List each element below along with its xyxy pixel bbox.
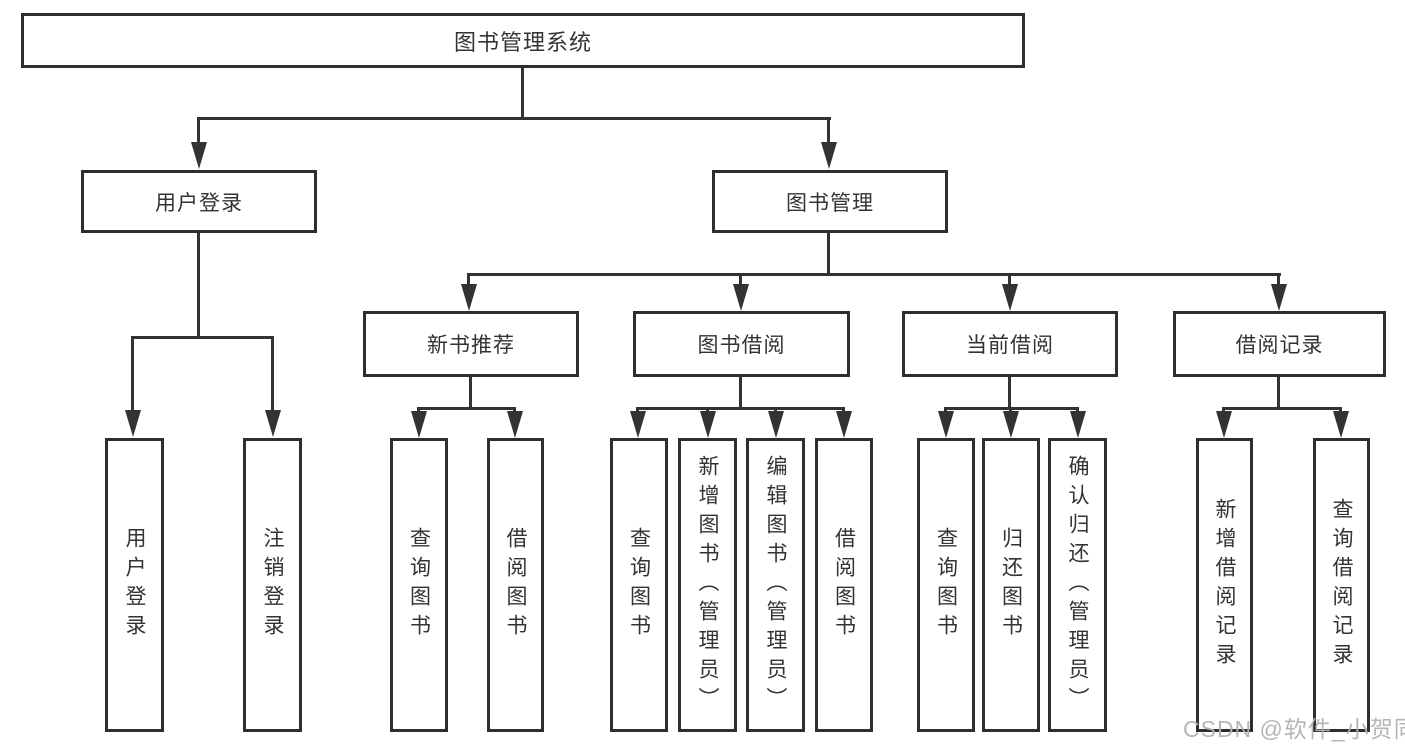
csdn-watermark: CSDN @软件_小贺同学: [1183, 716, 1405, 742]
connector-line: [739, 273, 742, 285]
node-user-login-label: 用户登录: [155, 191, 243, 215]
leaf-label: 新增图书（管理员）: [696, 454, 719, 716]
node-book-borrow-label: 图书借阅: [697, 334, 786, 357]
arrow-down-icon: [1216, 411, 1232, 438]
leaf-logout: 注销登录: [243, 438, 302, 732]
leaf-query-borrow-record: 查询借阅记录: [1313, 438, 1370, 732]
leaf-add-books-admin: 新增图书（管理员）: [678, 438, 737, 732]
arrow-down-icon: [191, 142, 207, 169]
leaf-query-books-current: 查询图书: [917, 438, 975, 732]
node-current-borrow-label: 当前借阅: [966, 334, 1054, 357]
connector-line: [636, 407, 639, 413]
node-root: 图书管理系统: [21, 13, 1025, 68]
leaf-query-books-borrow: 查询图书: [610, 438, 668, 732]
connector-line: [1277, 273, 1280, 285]
connector-line: [521, 68, 524, 117]
arrow-down-icon: [265, 410, 281, 437]
connector-line: [827, 117, 830, 144]
leaf-add-borrow-record: 新增借阅记录: [1196, 438, 1253, 732]
node-book-management: 图书管理: [712, 170, 948, 233]
arrow-down-icon: [1271, 284, 1287, 311]
arrow-down-icon: [630, 411, 646, 438]
arrow-down-icon: [461, 284, 477, 311]
leaf-borrow-books-recommend: 借阅图书: [487, 438, 544, 732]
connector-line: [1008, 273, 1011, 285]
connector-line: [271, 336, 274, 411]
arrow-down-icon: [1333, 411, 1349, 438]
arrow-down-icon: [1002, 284, 1018, 311]
arrow-down-icon: [836, 411, 852, 438]
arrow-down-icon: [1003, 411, 1019, 438]
connector-line: [706, 407, 709, 413]
connector-line: [739, 377, 742, 407]
connector-line: [469, 377, 472, 407]
connector-line: [842, 407, 845, 413]
node-user-login: 用户登录: [81, 170, 317, 233]
leaf-confirm-return-admin: 确认归还（管理员）: [1048, 438, 1107, 732]
arrow-down-icon: [507, 411, 523, 438]
connector-line: [1277, 377, 1280, 407]
leaf-label: 编辑图书（管理员）: [764, 454, 787, 716]
arrow-down-icon: [768, 411, 784, 438]
arrow-down-icon: [938, 411, 954, 438]
arrow-down-icon: [821, 142, 837, 169]
connector-line: [944, 407, 947, 413]
leaf-return-books: 归还图书: [982, 438, 1040, 732]
connector-line: [827, 233, 830, 273]
leaf-query-books-recommend: 查询图书: [390, 438, 448, 732]
connector-line: [467, 273, 470, 285]
leaf-label: 查询图书: [627, 527, 651, 643]
arrow-down-icon: [1070, 411, 1086, 438]
node-borrow-records-label: 借阅记录: [1235, 334, 1324, 357]
node-book-borrow: 图书借阅: [633, 311, 850, 377]
leaf-label: 借阅图书: [832, 527, 856, 643]
node-borrow-records: 借阅记录: [1173, 311, 1386, 377]
connector-line: [197, 117, 200, 144]
leaf-borrow-books: 借阅图书: [815, 438, 873, 732]
connector-line: [1339, 407, 1342, 413]
leaf-label: 归还图书: [999, 527, 1023, 643]
leaf-label: 借阅图书: [504, 527, 527, 643]
leaf-label: 注销登录: [261, 527, 284, 643]
node-new-book-recommend: 新书推荐: [363, 311, 579, 377]
connector-line: [1222, 407, 1225, 413]
node-current-borrow: 当前借阅: [902, 311, 1118, 377]
arrow-down-icon: [700, 411, 716, 438]
leaf-label: 确认归还（管理员）: [1066, 454, 1089, 716]
connector-line: [774, 407, 777, 413]
connector-line: [417, 407, 516, 410]
connector-line: [636, 407, 845, 410]
leaf-label: 用户登录: [123, 527, 146, 643]
connector-line: [513, 407, 516, 413]
connector-line: [467, 273, 1281, 276]
arrow-down-icon: [733, 284, 749, 311]
node-root-label: 图书管理系统: [453, 29, 592, 55]
connector-line: [1008, 377, 1011, 407]
connector-line: [1222, 407, 1342, 410]
node-new-book-recommend-label: 新书推荐: [427, 334, 515, 357]
leaf-label: 查询图书: [407, 527, 431, 643]
connector-line: [1009, 407, 1012, 413]
connector-line: [417, 407, 420, 413]
leaf-label: 新增借阅记录: [1213, 498, 1236, 672]
connector-line: [197, 117, 831, 120]
arrow-down-icon: [411, 411, 427, 438]
connector-line: [131, 336, 134, 411]
leaf-user-login: 用户登录: [105, 438, 164, 732]
leaf-label: 查询借阅记录: [1330, 498, 1353, 672]
connector-line: [197, 233, 200, 336]
leaf-label: 查询图书: [934, 527, 958, 643]
leaf-edit-books-admin: 编辑图书（管理员）: [746, 438, 805, 732]
arrow-down-icon: [125, 410, 141, 437]
node-book-management-label: 图书管理: [786, 191, 874, 215]
connector-line: [1076, 407, 1079, 413]
connector-line: [131, 336, 274, 339]
